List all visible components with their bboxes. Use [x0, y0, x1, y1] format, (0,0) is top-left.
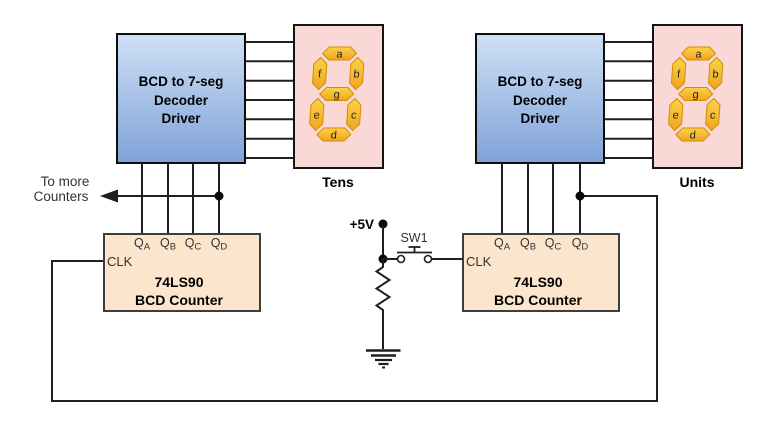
- units-counter-pin-qb: QB: [520, 236, 536, 253]
- tens-segment-a: [321, 46, 358, 61]
- tens-segment-label-f: f: [318, 69, 323, 81]
- units-decoder-label-line2: Decoder: [513, 93, 568, 108]
- units-counter-pin-qc: QC: [545, 236, 562, 253]
- units-counter-title: 74LS90: [513, 274, 562, 290]
- tens-decoder-label-line1: BCD to 7-seg: [139, 74, 224, 89]
- junction-dot: [575, 191, 585, 201]
- tens-segment-label-b: b: [353, 69, 360, 81]
- units-segment-label-d: d: [689, 130, 696, 142]
- units-counter-clk-label: CLK: [466, 254, 492, 269]
- tens-counter-subtitle: BCD Counter: [135, 292, 223, 308]
- tens-segment-label-a: a: [336, 49, 344, 61]
- tens-segment-label-d: d: [330, 130, 337, 142]
- tens-seven-segment-icon: a f b g e c d: [309, 46, 365, 142]
- resistor-icon: [374, 259, 392, 349]
- tens-counter-pin-qb: QB: [160, 236, 176, 253]
- units-segment-g: [678, 87, 714, 101]
- tens-segment-e: [309, 97, 325, 132]
- units-segment-label-b: b: [712, 69, 719, 81]
- tens-counter-pin-qc: QC: [185, 236, 202, 253]
- tens-counter-title: 74LS90: [154, 274, 203, 290]
- units-counter-pin-qa: QA: [494, 236, 511, 253]
- tens-counter-clk-label: CLK: [107, 254, 133, 269]
- junction-dot: [214, 191, 224, 201]
- units-segment-d: [675, 127, 711, 142]
- units-counter-box: [462, 233, 620, 312]
- tens-decoder-box: [116, 33, 246, 164]
- tens-segment-label-g: g: [333, 89, 340, 101]
- units-segment-b: [707, 56, 724, 91]
- units-counter-pin-qd: QD: [572, 236, 589, 253]
- pushbutton-switch-icon: [383, 246, 463, 264]
- tens-decoder-label-line2: Decoder: [154, 93, 209, 108]
- units-decoder-to-display-wires: [604, 41, 653, 159]
- tens-segment-b: [348, 56, 365, 91]
- units-counter-to-decoder-wires: [501, 163, 581, 234]
- units-decoder-box: [475, 33, 605, 164]
- units-segment-f: [670, 56, 687, 91]
- ground-icon: [366, 349, 401, 369]
- units-segment-label-a: a: [695, 49, 703, 61]
- clk-feedback-wire: [51, 195, 658, 402]
- tens-counter-box: [103, 233, 261, 312]
- units-segment-e: [668, 97, 684, 132]
- tens-counter-labels: QA QB QC QD CLK 74LS90 BCD Counter: [107, 236, 227, 308]
- units-display-label: Units: [680, 174, 715, 190]
- tens-segment-label-e: e: [313, 110, 320, 122]
- tens-segment-d: [316, 127, 352, 142]
- units-counter-labels: QA QB QC QD CLK 74LS90 BCD Counter: [466, 236, 588, 308]
- tens-counter-to-decoder-wires: [141, 163, 220, 234]
- units-segment-label-g: g: [692, 89, 699, 101]
- units-seven-segment-icon: a f b g e c d: [668, 46, 724, 142]
- units-segment-c: [705, 97, 721, 132]
- sw1-label: SW1: [400, 231, 427, 245]
- tens-counter-pin-qd: QD: [211, 236, 228, 253]
- supply-terminal-dot: [378, 219, 388, 229]
- left-arrow-icon: [100, 189, 118, 203]
- units-decoder-label-line3: Driver: [520, 111, 560, 126]
- tens-segment-f: [311, 56, 328, 91]
- units-segment-label-c: c: [710, 110, 717, 122]
- to-more-counters-label-line2: Counters: [34, 189, 89, 204]
- supply-5v-label: +5V: [350, 217, 374, 232]
- switch-contact: [423, 254, 433, 264]
- to-more-counters-label-line1: To more: [41, 174, 90, 189]
- units-segment-a: [680, 46, 717, 61]
- units-segment-label-f: f: [677, 69, 682, 81]
- tens-decoder-label-line3: Driver: [161, 111, 201, 126]
- tens-segment-g: [319, 87, 355, 101]
- switch-contact: [396, 254, 406, 264]
- tens-display-label: Tens: [322, 174, 354, 190]
- tens-counter-pin-qa: QA: [134, 236, 151, 253]
- tens-decoder-to-display-wires: [245, 41, 294, 159]
- tens-segment-c: [346, 97, 362, 132]
- units-counter-subtitle: BCD Counter: [494, 292, 582, 308]
- tens-segment-label-c: c: [351, 110, 358, 122]
- units-decoder-label-line1: BCD to 7-seg: [498, 74, 583, 89]
- units-segment-label-e: e: [672, 110, 679, 122]
